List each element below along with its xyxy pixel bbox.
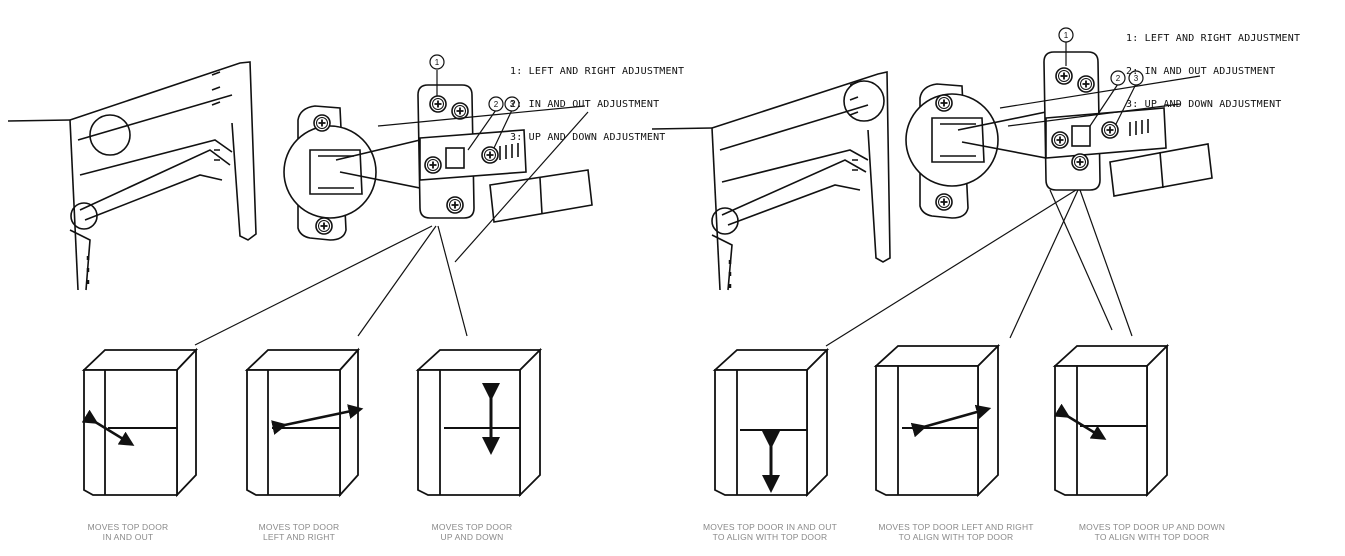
caption-line: MOVES TOP DOOR <box>258 522 340 532</box>
caption-line: TO ALIGN WITH TOP DOOR <box>712 532 828 542</box>
right-cabinet-left-right <box>873 343 1001 498</box>
right-callout-badges <box>1058 27 1144 86</box>
legend-item: 3: UP AND DOWN ADJUSTMENT <box>1126 99 1282 110</box>
left-callout-leaders <box>194 70 589 346</box>
caption-line: MOVES TOP DOOR LEFT AND RIGHT <box>878 522 1034 532</box>
left-cabinet-in-out <box>81 347 199 498</box>
callout-1-left: 1 <box>435 58 440 67</box>
legend-item: 1: LEFT AND RIGHT ADJUSTMENT <box>510 66 685 77</box>
caption-line: MOVES TOP DOOR UP AND DOWN <box>1078 522 1226 532</box>
caption-line: TO ALIGN WITH TOP DOOR <box>1094 532 1210 542</box>
left-cabinet-up-down <box>415 347 543 498</box>
caption-right-in-out: MOVES TOP DOOR IN AND OUT TO ALIGN WITH … <box>670 522 870 542</box>
caption-line: MOVES TOP DOOR IN AND OUT <box>703 522 837 532</box>
left-callout-badges <box>429 54 520 112</box>
left-legend: 1: LEFT AND RIGHT ADJUSTMENT 2: IN AND O… <box>510 44 684 154</box>
right-cabinet-up-down <box>1052 343 1170 498</box>
caption-line: MOVES TOP DOOR <box>431 522 513 532</box>
callout-2-left: 2 <box>494 100 499 109</box>
callout-3-left: 3 <box>510 100 515 109</box>
left-hinge <box>283 84 593 241</box>
callout-1-right: 1 <box>1064 31 1069 40</box>
right-cabinet-frame <box>651 71 891 291</box>
caption-left-up-down: MOVES TOP DOOR UP AND DOWN <box>372 522 572 542</box>
caption-left-in-out: MOVES TOP DOOR IN AND OUT <box>28 522 228 542</box>
legend-item: 1: LEFT AND RIGHT ADJUSTMENT <box>1126 33 1301 44</box>
caption-right-up-down: MOVES TOP DOOR UP AND DOWN TO ALIGN WITH… <box>1052 522 1252 542</box>
caption-line: MOVES TOP DOOR <box>87 522 169 532</box>
legend-item: 2: IN AND OUT ADJUSTMENT <box>1126 66 1276 77</box>
callout-3-right: 3 <box>1134 74 1139 83</box>
legend-item: 2: IN AND OUT ADJUSTMENT <box>510 99 660 110</box>
caption-line: UP AND DOWN <box>440 532 504 542</box>
right-cabinet-in-out <box>712 347 830 498</box>
left-cabinet-frame <box>7 61 257 291</box>
caption-left-left-right: MOVES TOP DOOR LEFT AND RIGHT <box>199 522 399 542</box>
legend-item: 3: UP AND DOWN ADJUSTMENT <box>510 132 666 143</box>
caption-right-left-right: MOVES TOP DOOR LEFT AND RIGHT TO ALIGN W… <box>856 522 1056 542</box>
callout-2-right: 2 <box>1116 74 1121 83</box>
right-legend: 1: LEFT AND RIGHT ADJUSTMENT 2: IN AND O… <box>1126 11 1300 121</box>
caption-line: TO ALIGN WITH TOP DOOR <box>898 532 1014 542</box>
caption-line: LEFT AND RIGHT <box>262 532 336 542</box>
right-callout-leaders <box>825 42 1201 347</box>
left-cabinet-left-right <box>244 347 364 498</box>
caption-line: IN AND OUT <box>102 532 154 542</box>
